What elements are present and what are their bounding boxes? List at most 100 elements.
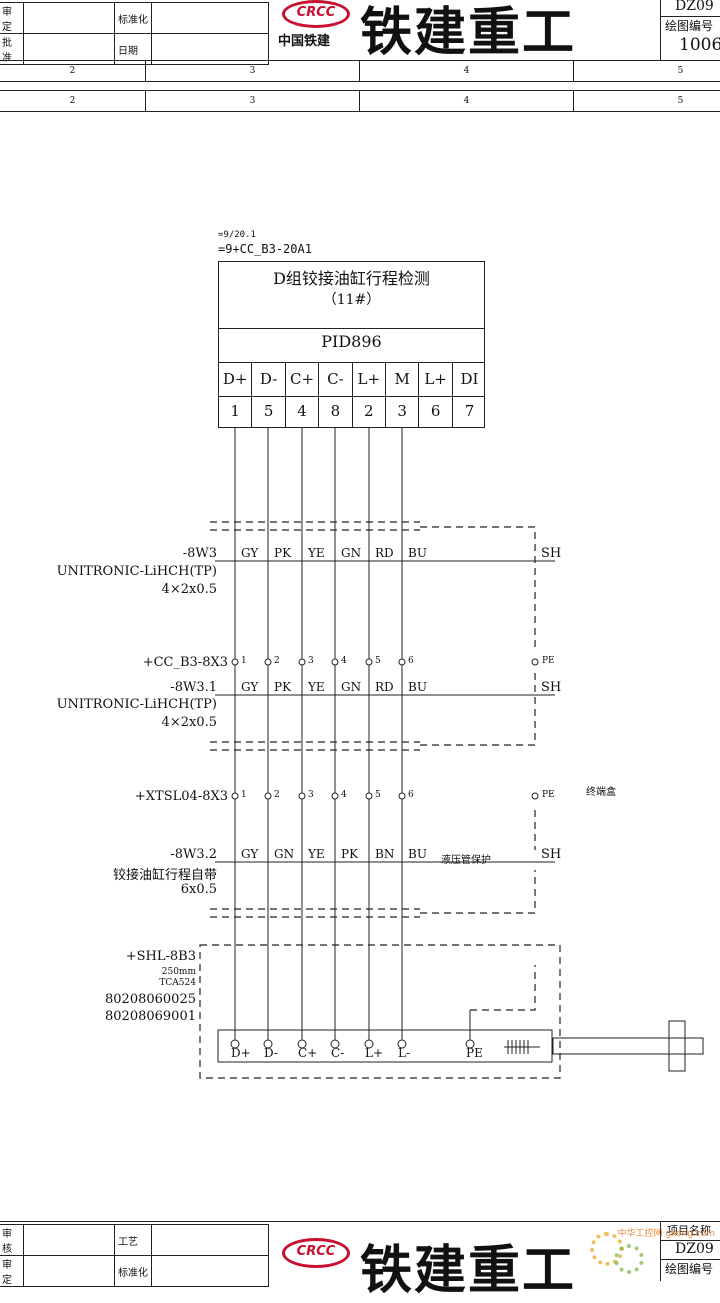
cable1-shield: SH xyxy=(541,546,562,561)
pin-number: 5 xyxy=(252,396,286,427)
ruler-cell: 2 xyxy=(0,61,146,81)
wire-color-label: BU xyxy=(408,847,427,861)
terminal1-point xyxy=(264,658,272,666)
cable2-size: 4×2x0.5 xyxy=(161,715,217,730)
ruler-cell: 5 xyxy=(677,66,684,76)
sensor-rod xyxy=(552,1037,704,1055)
cable3-tag: -8W3.2 xyxy=(170,847,217,862)
component-ref1: =9/20.1 xyxy=(218,230,256,240)
terminal-number: 4 xyxy=(341,790,347,800)
sensor-pin-point xyxy=(364,1039,374,1049)
ruler-cell: 2 xyxy=(0,91,146,111)
crcc-logo-bottom: CRCC xyxy=(282,1238,350,1268)
wire-color-label: GN xyxy=(274,847,295,861)
terminal1-pe: PE xyxy=(542,656,555,666)
terminal-number: 2 xyxy=(274,790,280,800)
watermark: 中华工控网 gkong.com xyxy=(617,1229,715,1239)
tb-cell: 审定 xyxy=(0,2,24,34)
wire-color-label: RD xyxy=(375,680,394,694)
terminal1-point xyxy=(331,658,339,666)
sensor-pin-label: C- xyxy=(331,1046,345,1060)
sensor-part2: 80208069001 xyxy=(105,1009,196,1024)
wire-color-label: PK xyxy=(274,680,292,694)
right-code-bottom: DZ09 xyxy=(661,1240,720,1260)
terminal2-note: 终端盒 xyxy=(586,787,616,798)
terminal-number: 1 xyxy=(241,790,247,800)
terminal-number: 2 xyxy=(274,656,280,666)
right-label-2: 绘图编号 xyxy=(665,1262,714,1276)
terminal1-point xyxy=(231,658,239,666)
watermark-gear-icon xyxy=(614,1244,644,1274)
tb-cell: 日期 xyxy=(114,33,152,65)
sensor-pin-point xyxy=(297,1039,307,1049)
pin-label: M xyxy=(386,363,420,396)
cable3-shield-dash xyxy=(210,908,420,918)
tb-cell: 工艺 xyxy=(114,1224,152,1256)
pin-label: D- xyxy=(252,363,286,396)
terminal1-tag: +CC_B3-8X3 xyxy=(142,655,228,670)
big-title: 铁建重工 xyxy=(360,3,577,63)
wire-color-label: GN xyxy=(341,546,362,560)
title-block-top: 审定 标准化 批准 日期 CRCC 中国铁建 铁建重工 DZ09 绘图编号 10… xyxy=(0,0,720,65)
terminal2-point xyxy=(298,792,306,800)
terminal2-point xyxy=(231,792,239,800)
right-label: 绘图编号 xyxy=(665,19,714,33)
pin-number: 8 xyxy=(319,396,353,427)
wire-color-label: GY xyxy=(241,546,259,560)
pin-number: 6 xyxy=(419,396,453,427)
wire-color-label: GY xyxy=(241,680,259,694)
component-model: PID896 xyxy=(321,332,382,351)
cable1-size: 4×2x0.5 xyxy=(161,582,217,597)
sensor-length: 250mm xyxy=(161,967,196,977)
sensor-rod-end xyxy=(668,1020,686,1072)
pin-label: L+ xyxy=(353,363,386,396)
cable2-shield: SH xyxy=(541,680,562,695)
component-subtitle: （11#） xyxy=(322,292,381,308)
terminal1-point xyxy=(298,658,306,666)
right-label-1: 项目名称 xyxy=(667,1224,711,1237)
sensor-pe-point xyxy=(465,1039,475,1049)
sensor-pin-label: L- xyxy=(398,1046,411,1060)
column-ruler-second: 2 3 4 5 xyxy=(0,90,720,112)
crcc-logo: CRCC xyxy=(282,0,350,28)
wire-color-label: RD xyxy=(375,546,394,560)
cable1-shield-dash-top xyxy=(210,521,420,531)
pin-number: 3 xyxy=(386,396,420,427)
ruler-cell: 4 xyxy=(360,91,574,111)
cable1-shield-dash-right xyxy=(420,526,536,650)
pin-number: 7 xyxy=(464,402,475,420)
tb-cell: 标准化 xyxy=(114,2,152,34)
sensor-pin-point xyxy=(397,1039,407,1049)
sensor-pin-label: C+ xyxy=(298,1046,318,1060)
terminal-number: 1 xyxy=(241,656,247,666)
tb-cell: 标准化 xyxy=(114,1255,152,1287)
terminal2-point xyxy=(398,792,406,800)
pin-number: 1 xyxy=(219,396,253,427)
right-code: DZ09 xyxy=(661,0,720,17)
pin-number: 2 xyxy=(353,396,386,427)
cable3-shield-dash-right xyxy=(420,870,536,914)
terminal2-point xyxy=(331,792,339,800)
sensor-body xyxy=(217,1029,553,1063)
sensor-part1: 80208060025 xyxy=(105,992,196,1007)
tb-cell: 批准 xyxy=(0,33,24,65)
pin-label: C+ xyxy=(286,363,320,396)
terminal-number: 6 xyxy=(408,790,414,800)
sensor-pin-label: L+ xyxy=(365,1046,384,1060)
wire-color-label: GN xyxy=(341,680,362,694)
pin-label: C- xyxy=(319,363,353,396)
terminal2-pe: PE xyxy=(542,790,555,800)
pin-label: DI xyxy=(460,370,479,388)
cable1-tag: -8W3 xyxy=(182,546,217,561)
cable2-type: UNITRONIC-LiHCH(TP) xyxy=(56,697,217,712)
big-title-bottom: 铁建重工 xyxy=(360,1241,577,1301)
component-ref2: =9+CC_B3-20A1 xyxy=(218,242,312,256)
pin-label: D+ xyxy=(219,363,253,396)
terminal2-tag: +XTSL04-8X3 xyxy=(134,789,228,804)
ruler-cell: 3 xyxy=(146,61,360,81)
ruler-cell: 5 xyxy=(677,96,684,106)
cable3-note: 液压管保护 xyxy=(441,855,491,866)
terminal2-point xyxy=(365,792,373,800)
